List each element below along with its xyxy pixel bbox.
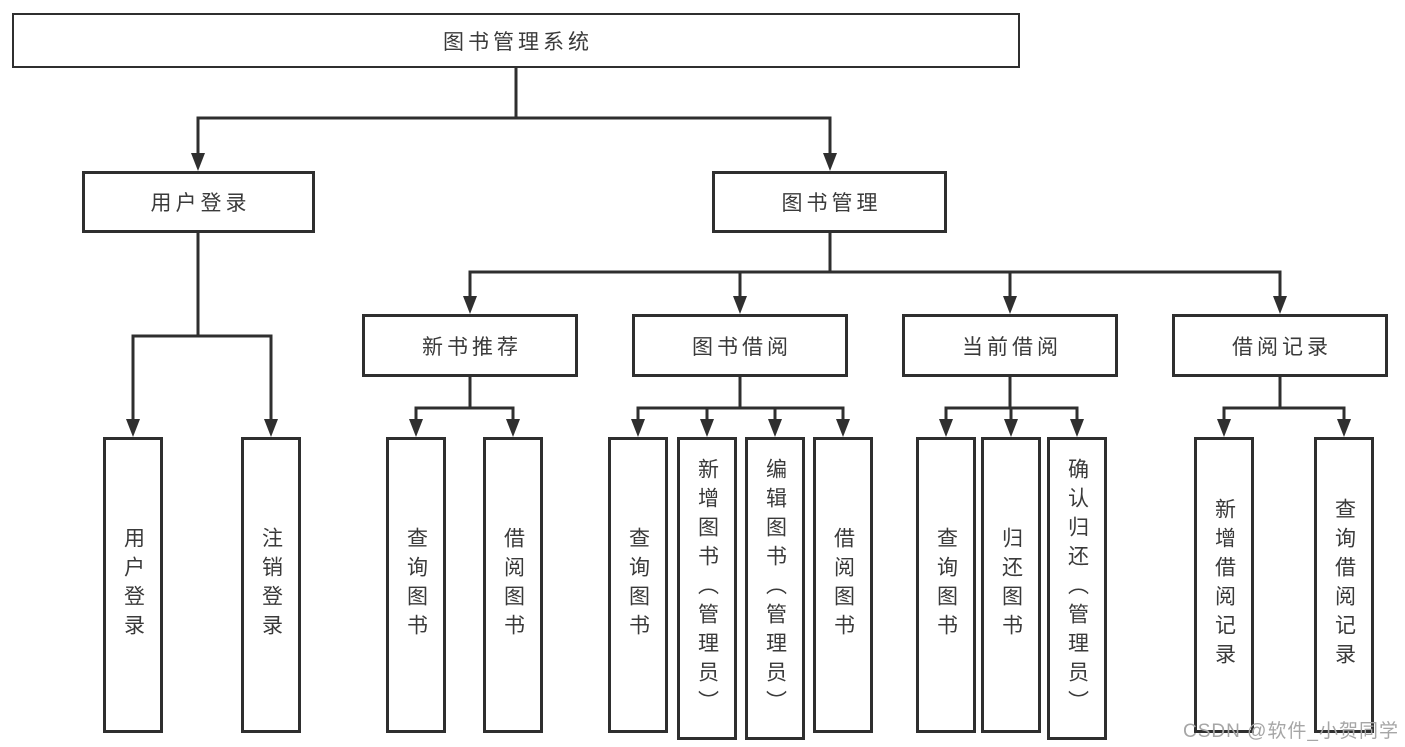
- node-br-query-record: 查询借阅记录: [1314, 437, 1374, 733]
- node-user-login: 用户登录: [82, 171, 315, 233]
- node-book-borrow: 图书借阅: [632, 314, 848, 377]
- node-cb-query-books: 查询图书: [916, 437, 976, 733]
- watermark: CSDN @软件_小贺同学: [1183, 721, 1399, 742]
- node-current-borrow: 当前借阅: [902, 314, 1118, 377]
- node-book-management: 图书管理: [712, 171, 947, 233]
- node-new-book-recommend: 新书推荐: [362, 314, 578, 377]
- node-bb-edit-books-admin: 编辑图书（管理员）: [745, 437, 805, 740]
- node-root: 图书管理系统: [12, 13, 1020, 68]
- node-cb-return-books: 归还图书: [981, 437, 1041, 733]
- node-leaf-user-login: 用户登录: [103, 437, 163, 733]
- node-br-add-record: 新增借阅记录: [1194, 437, 1254, 733]
- node-bb-query-books: 查询图书: [608, 437, 668, 733]
- node-nbr-borrow-books: 借阅图书: [483, 437, 543, 733]
- node-leaf-logout: 注销登录: [241, 437, 301, 733]
- node-cb-confirm-return-admin: 确认归还（管理员）: [1047, 437, 1107, 740]
- node-borrow-records: 借阅记录: [1172, 314, 1388, 377]
- node-bb-add-books-admin: 新增图书（管理员）: [677, 437, 737, 740]
- node-nbr-query-books: 查询图书: [386, 437, 446, 733]
- node-bb-borrow-books: 借阅图书: [813, 437, 873, 733]
